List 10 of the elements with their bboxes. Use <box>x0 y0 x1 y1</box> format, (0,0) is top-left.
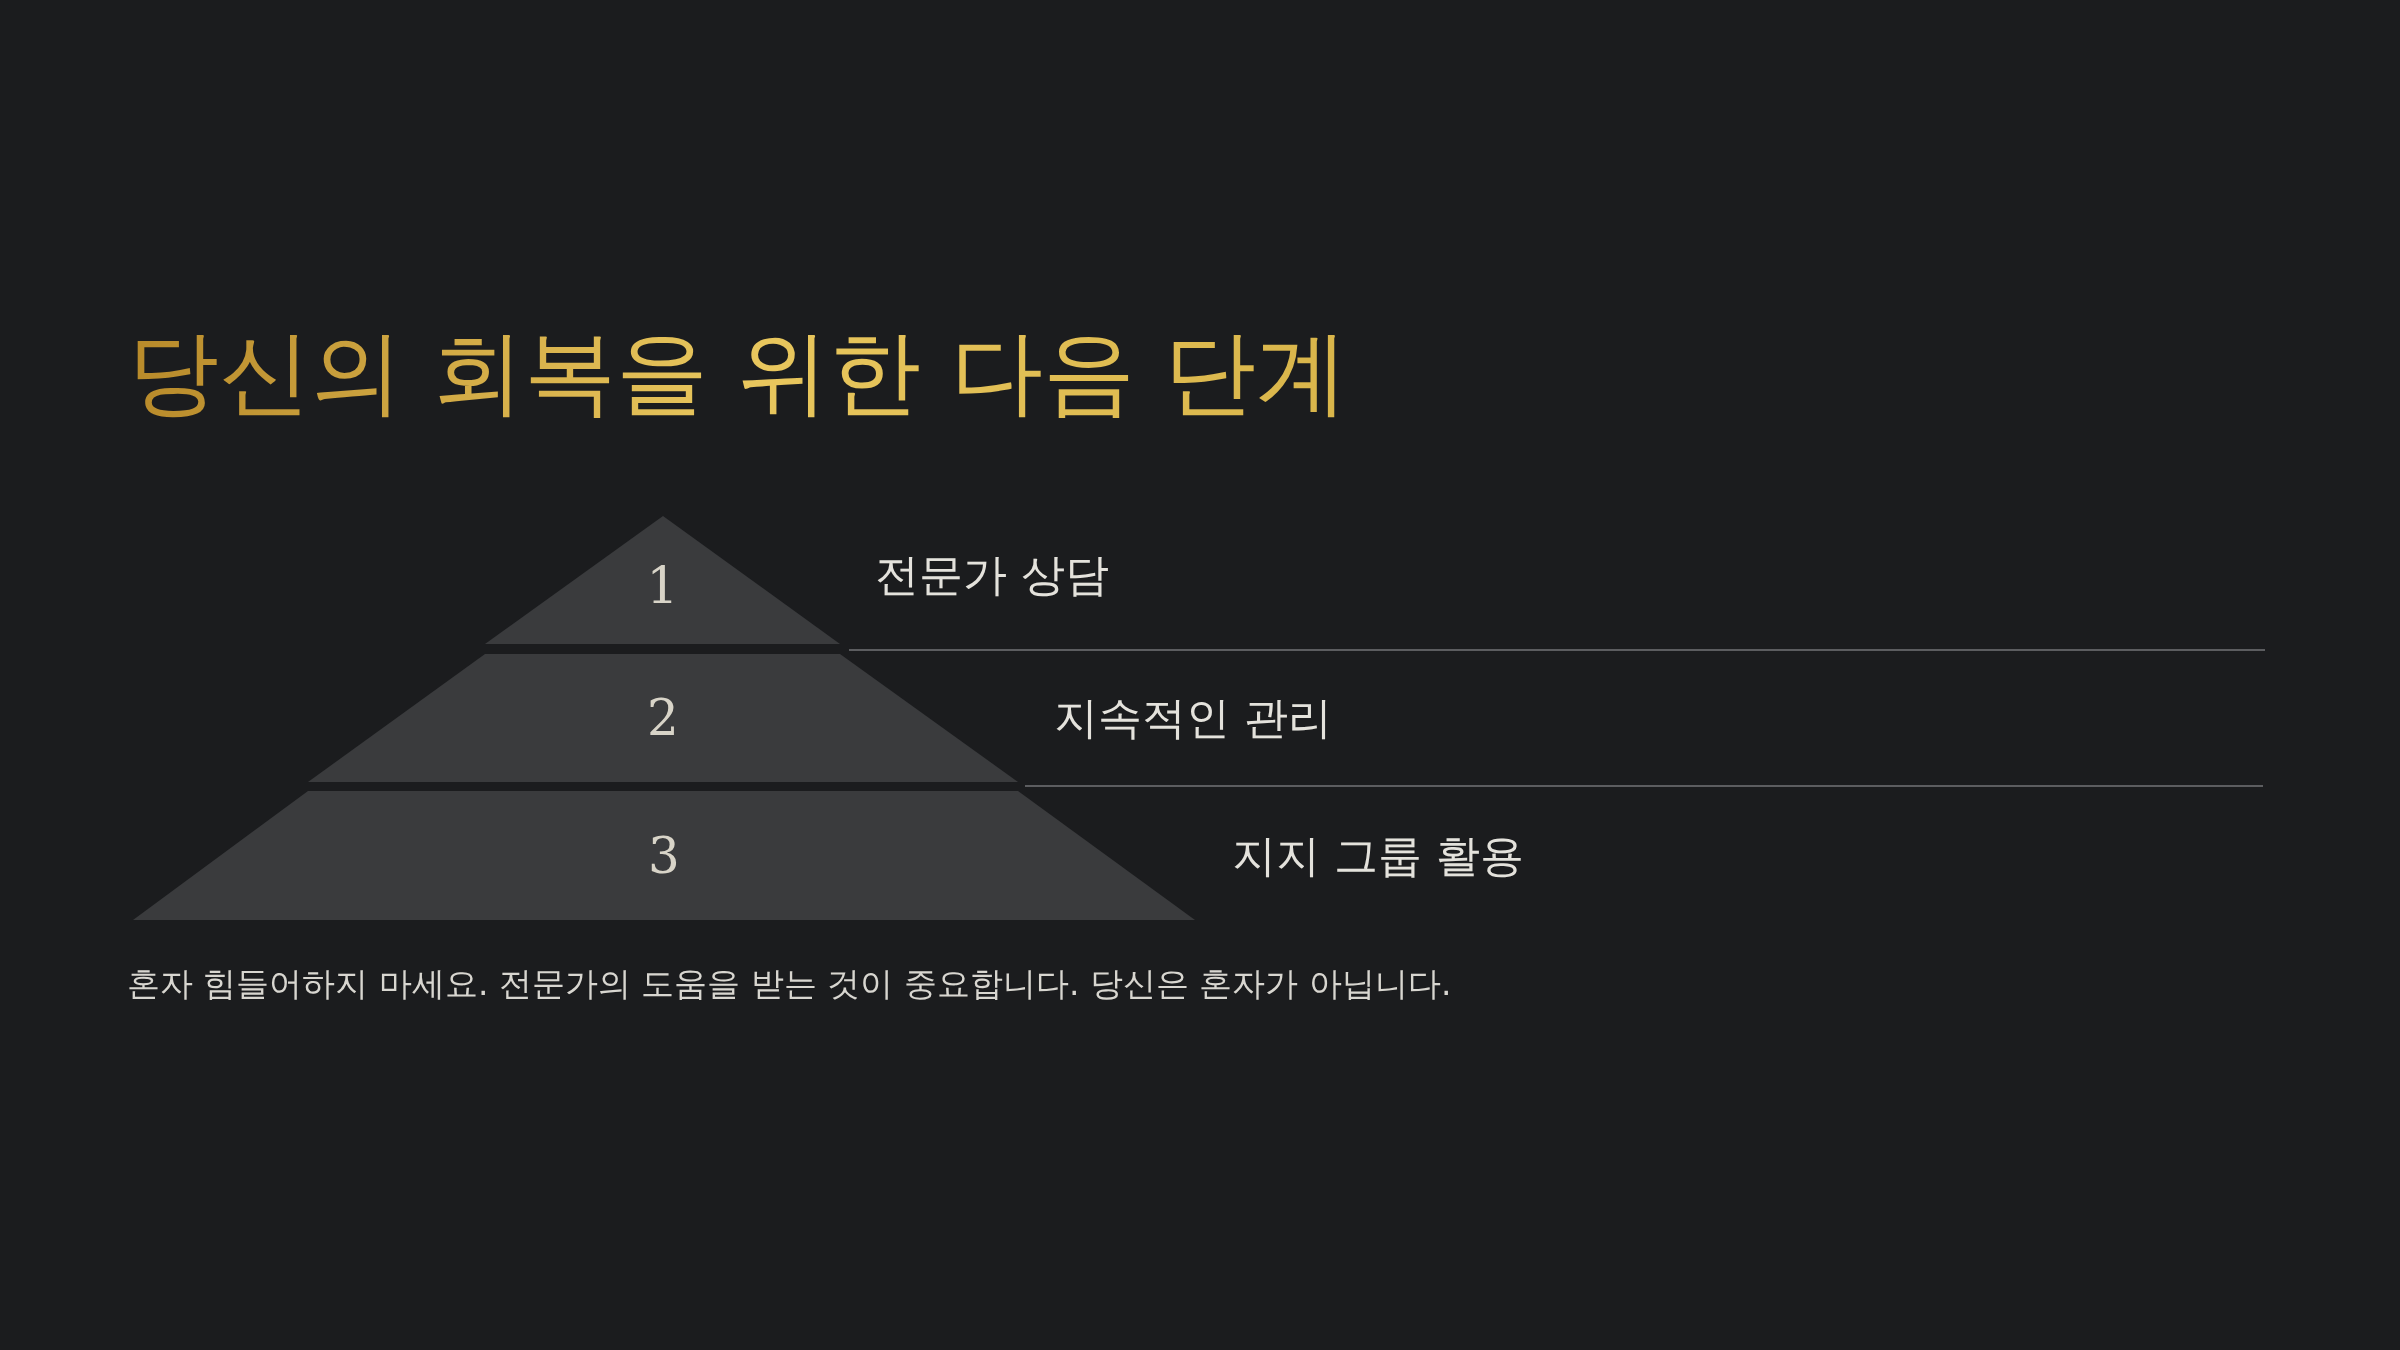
step-label: 지속적인 관리 <box>1054 696 1332 740</box>
note-text: 혼자 힘들어하지 마세요. 전문가의 도움을 받는 것이 중요합니다. 당신은 혼자가 아닙니다. <box>127 963 1452 1005</box>
pyramid-tier <box>485 516 840 644</box>
pyramid-tier <box>308 654 1018 782</box>
tier-number: 2 <box>647 693 679 743</box>
tier-number: 3 <box>648 830 680 881</box>
step-label: 전문가 상담 <box>875 553 1109 597</box>
step-label: 지지 그룹 활용 <box>1232 833 1524 878</box>
tier-number: 1 <box>646 561 679 612</box>
pyramid-tier <box>133 791 1195 920</box>
